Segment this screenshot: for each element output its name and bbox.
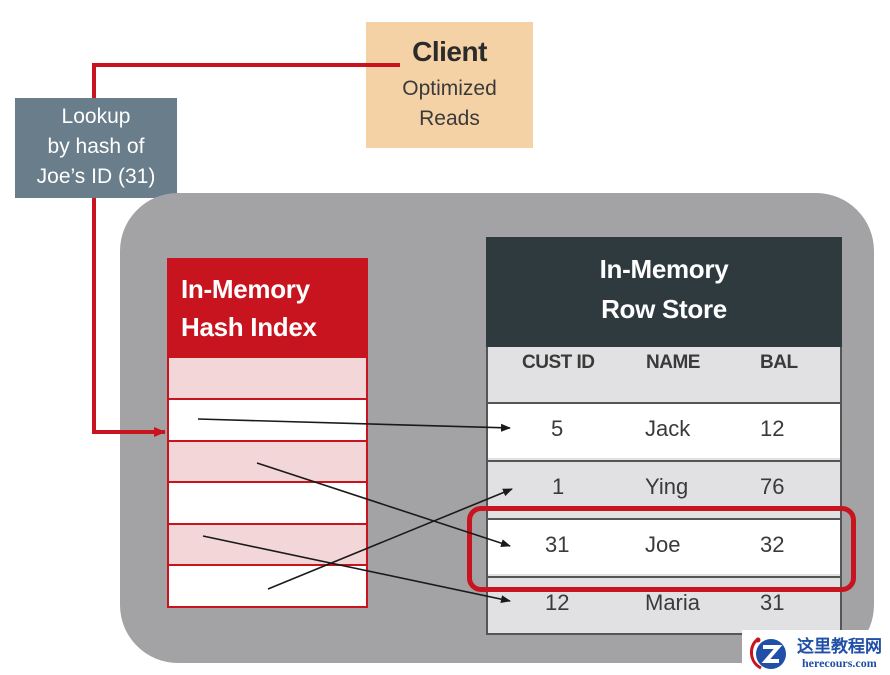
row-store-title-line: In-Memory: [599, 254, 729, 284]
cell-name: Jack: [645, 416, 691, 441]
cell-bal: 12: [760, 416, 785, 441]
lookup-label-box: Lookup by hash of Joe’s ID (31): [15, 98, 177, 198]
pointer-arrow-slot2-to-jack: [197, 418, 511, 432]
cell-cust-id: 12: [545, 590, 570, 615]
cell-name: Maria: [645, 590, 701, 615]
table-row: [488, 402, 840, 458]
watermark-logo-icon: [750, 637, 786, 670]
hash-index-title-line: Hash Index: [181, 312, 317, 342]
row-store-title-line: Row Store: [601, 294, 727, 324]
client-title: Client: [412, 36, 487, 67]
highlighted-row-outline: [467, 506, 856, 592]
client-subtitle-line: Optimized: [402, 77, 497, 100]
cell-bal: 31: [760, 590, 785, 615]
pointer-arrow-slot3-to-joe: [256, 462, 511, 547]
lookup-path-line: [92, 63, 400, 98]
lookup-line: Joe’s ID (31): [36, 165, 156, 188]
hash-slot: [169, 523, 366, 564]
hash-index-title: In-Memory Hash Index: [167, 258, 368, 356]
cell-cust-id: 1: [552, 474, 565, 499]
cell-name: Joe: [645, 532, 681, 557]
hash-slot: [169, 440, 366, 481]
lookup-path-arrow: [92, 198, 166, 437]
client-subtitle: Optimized Reads: [366, 74, 533, 134]
pointer-arrow-slot5-to-maria: [202, 535, 511, 604]
cell-cust-id: 31: [545, 532, 570, 557]
lookup-line: by hash of: [47, 135, 145, 158]
cell-name: Ying: [645, 474, 689, 499]
hash-slot: [169, 356, 366, 398]
table-row: [488, 576, 840, 632]
table-row: [488, 518, 840, 574]
hash-index-title-line: In-Memory: [181, 274, 310, 304]
column-header-name: NAME: [646, 352, 700, 373]
client-box: [366, 22, 533, 148]
watermark-text-cn: 这里教程网: [797, 637, 882, 657]
row-store-title: In-Memory Row Store: [486, 237, 842, 347]
cell-cust-id: 5: [551, 416, 564, 441]
client-subtitle-line: Reads: [419, 107, 480, 130]
column-header-bal: BAL: [760, 352, 798, 373]
column-header-cust-id: CUST ID: [522, 352, 595, 373]
cell-bal: 76: [760, 474, 785, 499]
hash-slot: [169, 564, 366, 606]
pointer-arrow-slot6-to-ying: [267, 488, 513, 590]
watermark-text-en: herecours.com: [802, 656, 877, 670]
lookup-line: Lookup: [61, 105, 131, 128]
cell-bal: 32: [760, 532, 785, 557]
